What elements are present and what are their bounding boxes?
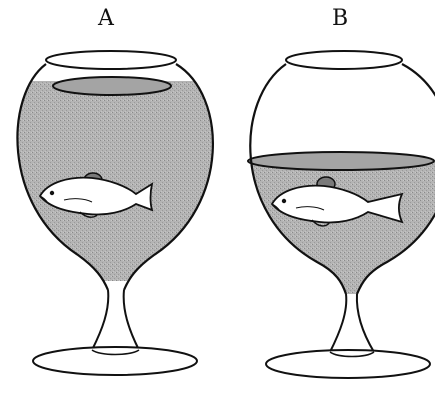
glass-b-base — [266, 350, 430, 378]
glass-a-water-surface — [53, 77, 171, 95]
glass-a-base — [33, 347, 197, 375]
glass-b-water-surface — [248, 152, 434, 170]
glass-a-stem — [92, 290, 139, 350]
glass-b-rim — [286, 51, 402, 69]
glass-b — [230, 51, 435, 378]
glass-a-water — [0, 81, 240, 281]
glass-a — [0, 51, 240, 375]
glass-a-rim — [46, 51, 176, 69]
glass-a-label: A — [98, 8, 114, 30]
glass-b-label: B — [332, 8, 348, 30]
glass-b-stem — [330, 294, 374, 352]
